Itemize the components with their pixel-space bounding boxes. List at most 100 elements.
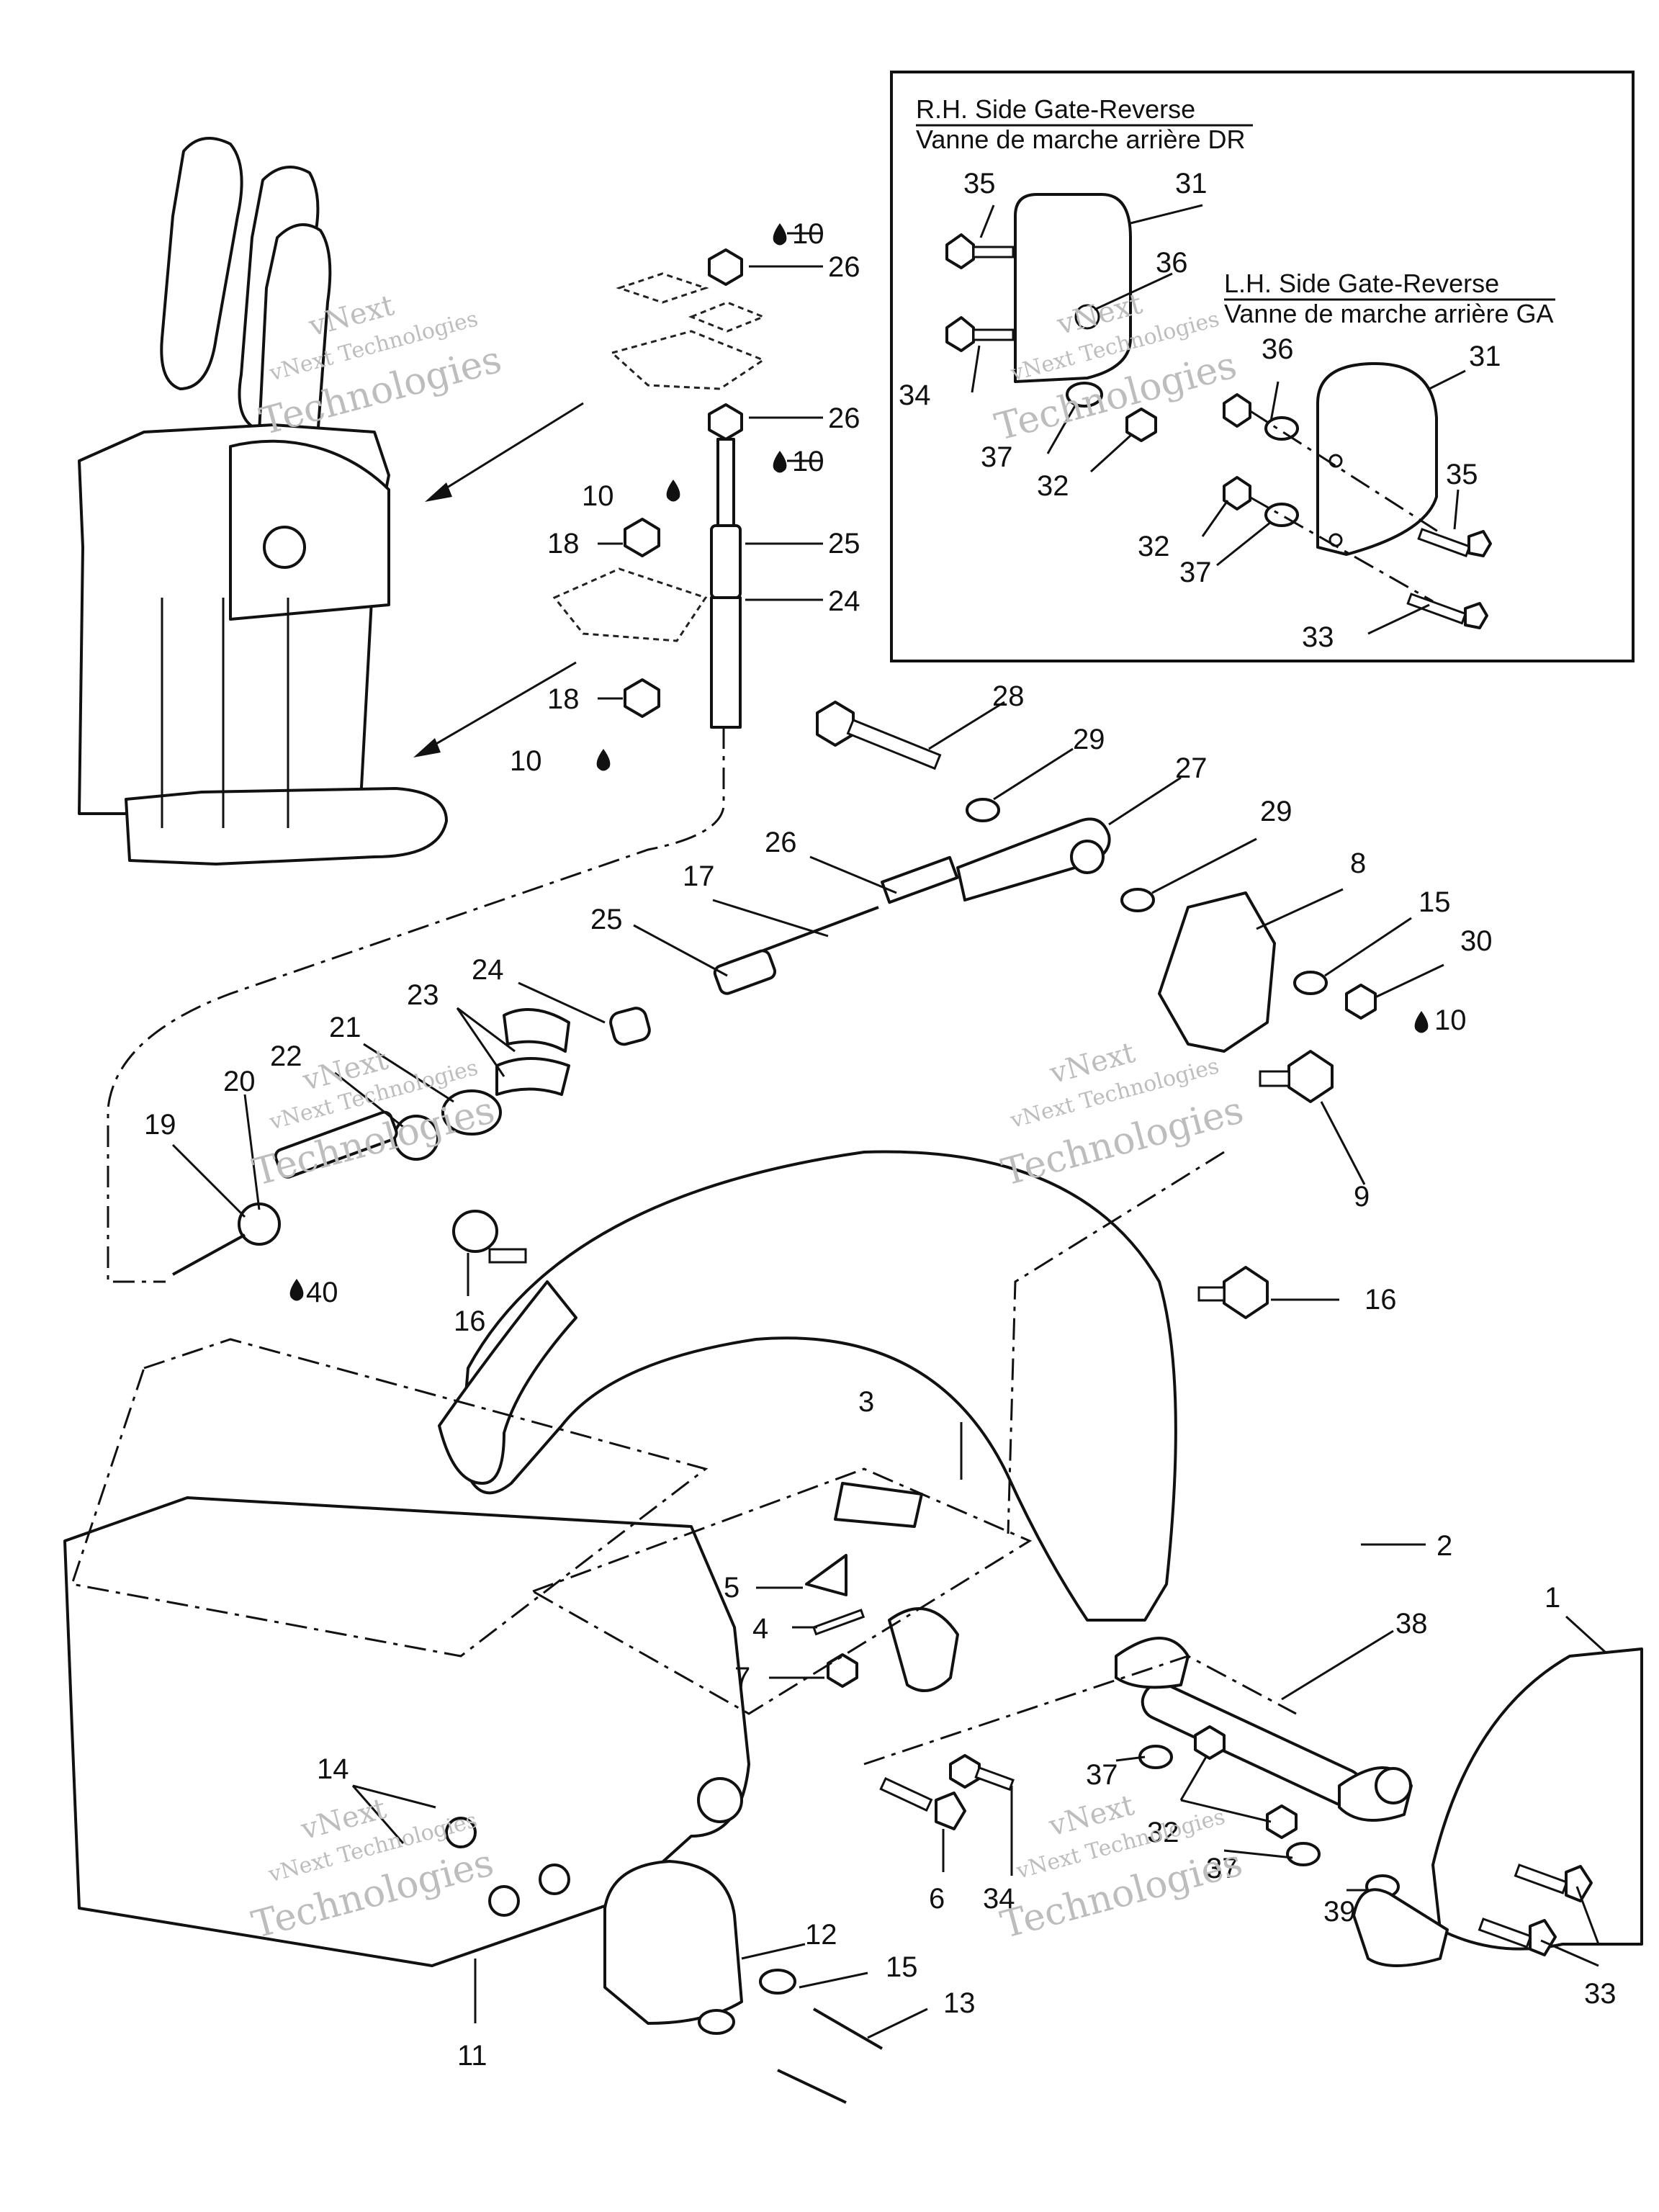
callout-label: 35 bbox=[1446, 459, 1478, 490]
rh-title-en: R.H. Side Gate-Reverse bbox=[916, 94, 1195, 124]
callout-label: 37 bbox=[981, 441, 1013, 473]
callout-label: 10 bbox=[792, 218, 824, 250]
bolt-34 bbox=[949, 1754, 1015, 1791]
throttle-handle-rear bbox=[160, 137, 243, 390]
callout-label: 37 bbox=[1179, 557, 1212, 588]
washer-15-lower bbox=[759, 1969, 796, 1995]
lh-bolt-upper bbox=[1417, 528, 1492, 558]
cable-nut-26 bbox=[881, 855, 959, 904]
lh-nut-upper bbox=[1223, 393, 1251, 428]
nut-30 bbox=[1345, 984, 1377, 1020]
bracket-gate-lower bbox=[888, 1607, 959, 1692]
callout-label: 33 bbox=[1302, 621, 1334, 653]
callout-label: 28 bbox=[992, 680, 1025, 712]
watermark-6: vNext vNext Technologies Technologies bbox=[997, 1789, 1247, 1947]
oil-drop-icon bbox=[596, 749, 611, 771]
callout-label: 19 bbox=[144, 1109, 176, 1141]
callout-label: 34 bbox=[899, 379, 931, 411]
callout-label: 15 bbox=[1419, 886, 1451, 918]
dotted-bracket-lower bbox=[552, 567, 708, 642]
callout-label: 36 bbox=[1262, 333, 1294, 365]
nut-18-lower bbox=[624, 678, 660, 718]
washer-37-b bbox=[1286, 1842, 1321, 1866]
rivet-13-b bbox=[777, 2069, 847, 2104]
callout-label: 25 bbox=[828, 528, 860, 559]
rh-washer bbox=[1066, 382, 1103, 408]
cable-routing-line bbox=[107, 727, 725, 1283]
callout-label: 37 bbox=[1086, 1759, 1118, 1791]
gate-arm-left bbox=[438, 1280, 577, 1485]
callout-label: 23 bbox=[407, 979, 439, 1011]
callout-label: 14 bbox=[317, 1753, 349, 1785]
washer-29-lower bbox=[1120, 888, 1155, 912]
shoulder-bolt-16-left bbox=[452, 1210, 527, 1264]
cross-tube-38 bbox=[1115, 1637, 1413, 1822]
callout-label: 11 bbox=[457, 2040, 487, 2072]
callout-label: 38 bbox=[1395, 1608, 1428, 1640]
leader-lines bbox=[171, 204, 1607, 2039]
callout-label: 27 bbox=[1175, 752, 1208, 784]
dotted-washer-1 bbox=[616, 272, 709, 304]
ball-joint-stud bbox=[1070, 840, 1105, 874]
rh-nut bbox=[1125, 408, 1157, 442]
callout-label: 39 bbox=[1323, 1896, 1356, 1928]
oil-drop-icon bbox=[773, 451, 787, 473]
callout-label: 5 bbox=[724, 1572, 739, 1604]
lh-gate-plate bbox=[1316, 362, 1438, 556]
half-shell-upper bbox=[503, 1008, 570, 1053]
lh-title-fr: Vanne de marche arrière GA bbox=[1224, 299, 1554, 328]
lh-axis-upper bbox=[1249, 409, 1441, 534]
top-nut bbox=[708, 248, 743, 286]
callout-label: 16 bbox=[454, 1305, 486, 1337]
rod-sleeve-24 bbox=[710, 596, 742, 729]
rh-title-fr: Vanne de marche arrière DR bbox=[916, 125, 1246, 154]
callout-label: 29 bbox=[1073, 724, 1105, 755]
callout-label: 18 bbox=[547, 528, 580, 559]
washer-15-upper bbox=[1293, 971, 1328, 995]
callout-label: 21 bbox=[329, 1012, 361, 1043]
bushing-21 bbox=[441, 1089, 502, 1136]
callout-label: 36 bbox=[1156, 247, 1188, 279]
rod-nut-26 bbox=[708, 403, 743, 441]
callout-label: 3 bbox=[858, 1386, 874, 1418]
cable-end-parts bbox=[172, 1007, 651, 1276]
callout-label: 12 bbox=[805, 1919, 837, 1951]
pivot-hub bbox=[263, 526, 306, 569]
callout-label: 10 bbox=[792, 446, 824, 477]
callout-label: 33 bbox=[1584, 1978, 1617, 2010]
rh-bolt-upper bbox=[945, 233, 1015, 269]
pin-4 bbox=[812, 1609, 866, 1636]
callout-label: 17 bbox=[683, 860, 715, 892]
callout-label: 25 bbox=[590, 904, 623, 935]
bushing-14-b bbox=[488, 1885, 520, 1917]
washer-13-lower bbox=[698, 2009, 735, 2035]
callout-label: 4 bbox=[752, 1613, 768, 1645]
gate-1-arm bbox=[1352, 1888, 1449, 1967]
clip-5 bbox=[805, 1554, 848, 1596]
assembly-axis bbox=[863, 1655, 1297, 1766]
rod-sleeve-25 bbox=[710, 524, 742, 599]
control-lever-assembly bbox=[78, 137, 448, 866]
callout-label: 1 bbox=[1545, 1582, 1560, 1614]
callout-label: 26 bbox=[765, 827, 797, 858]
half-shell-lower bbox=[495, 1057, 570, 1096]
gear-sector bbox=[229, 439, 390, 621]
callout-label: 31 bbox=[1175, 168, 1208, 199]
rh-plate-hole bbox=[1074, 304, 1100, 330]
lh-washer-upper bbox=[1264, 416, 1299, 441]
washer-29-upper bbox=[966, 798, 1000, 822]
callout-label: 26 bbox=[828, 403, 860, 434]
flange-upper bbox=[1115, 1637, 1190, 1689]
fitting-19 bbox=[238, 1202, 281, 1246]
callout-label: 10 bbox=[510, 745, 542, 777]
bolt-33-lower bbox=[1478, 1917, 1557, 1956]
callout-label: 32 bbox=[1037, 470, 1069, 502]
bolt-6 bbox=[879, 1777, 966, 1830]
callout-label: 9 bbox=[1354, 1181, 1370, 1213]
cable-end-stack bbox=[552, 248, 767, 729]
nut-7 bbox=[827, 1653, 858, 1688]
oil-drop-symbols bbox=[289, 223, 1429, 1301]
dotted-bracket-upper bbox=[609, 330, 766, 390]
callout-label: 32 bbox=[1147, 1817, 1179, 1848]
